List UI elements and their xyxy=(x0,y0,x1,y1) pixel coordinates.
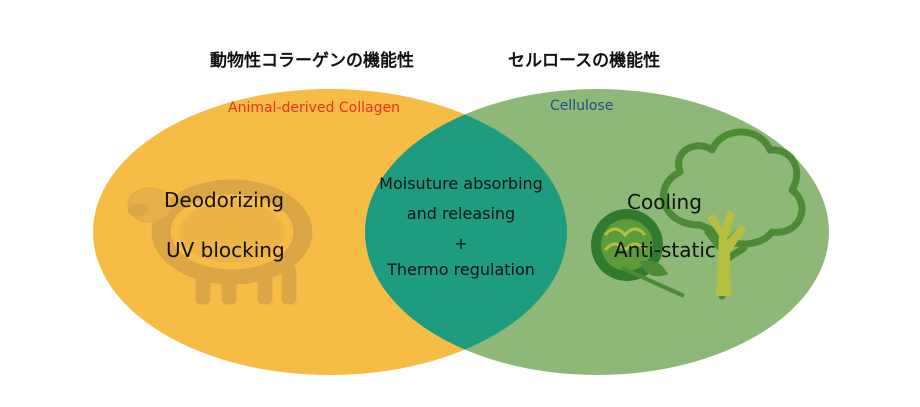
collagen-label: Animal-derived Collagen xyxy=(228,100,400,116)
cellulose-feature-anti-static: Anti-static xyxy=(614,238,716,262)
shared-feature-line3: Thermo regulation xyxy=(387,260,535,279)
collagen-heading: 動物性コラーゲンの機能性 xyxy=(210,51,414,71)
cellulose-feature-cooling: Cooling xyxy=(627,190,702,214)
trunk-icon xyxy=(707,210,746,296)
shared-feature-line1: Moisuture absorbing xyxy=(379,174,543,193)
cellulose-heading: セルロースの機能性 xyxy=(508,51,661,71)
overlap-region xyxy=(365,89,567,375)
sheep-icon xyxy=(127,179,313,305)
shared-feature-plus: + xyxy=(454,234,468,253)
cellulose-label: Cellulose xyxy=(550,98,614,114)
shared-feature-line2: and releasing xyxy=(406,204,516,223)
collagen-feature-uv-blocking: UV blocking xyxy=(166,238,285,262)
cotton-plant-icon xyxy=(591,209,685,298)
collagen-feature-deodorizing: Deodorizing xyxy=(164,188,285,212)
